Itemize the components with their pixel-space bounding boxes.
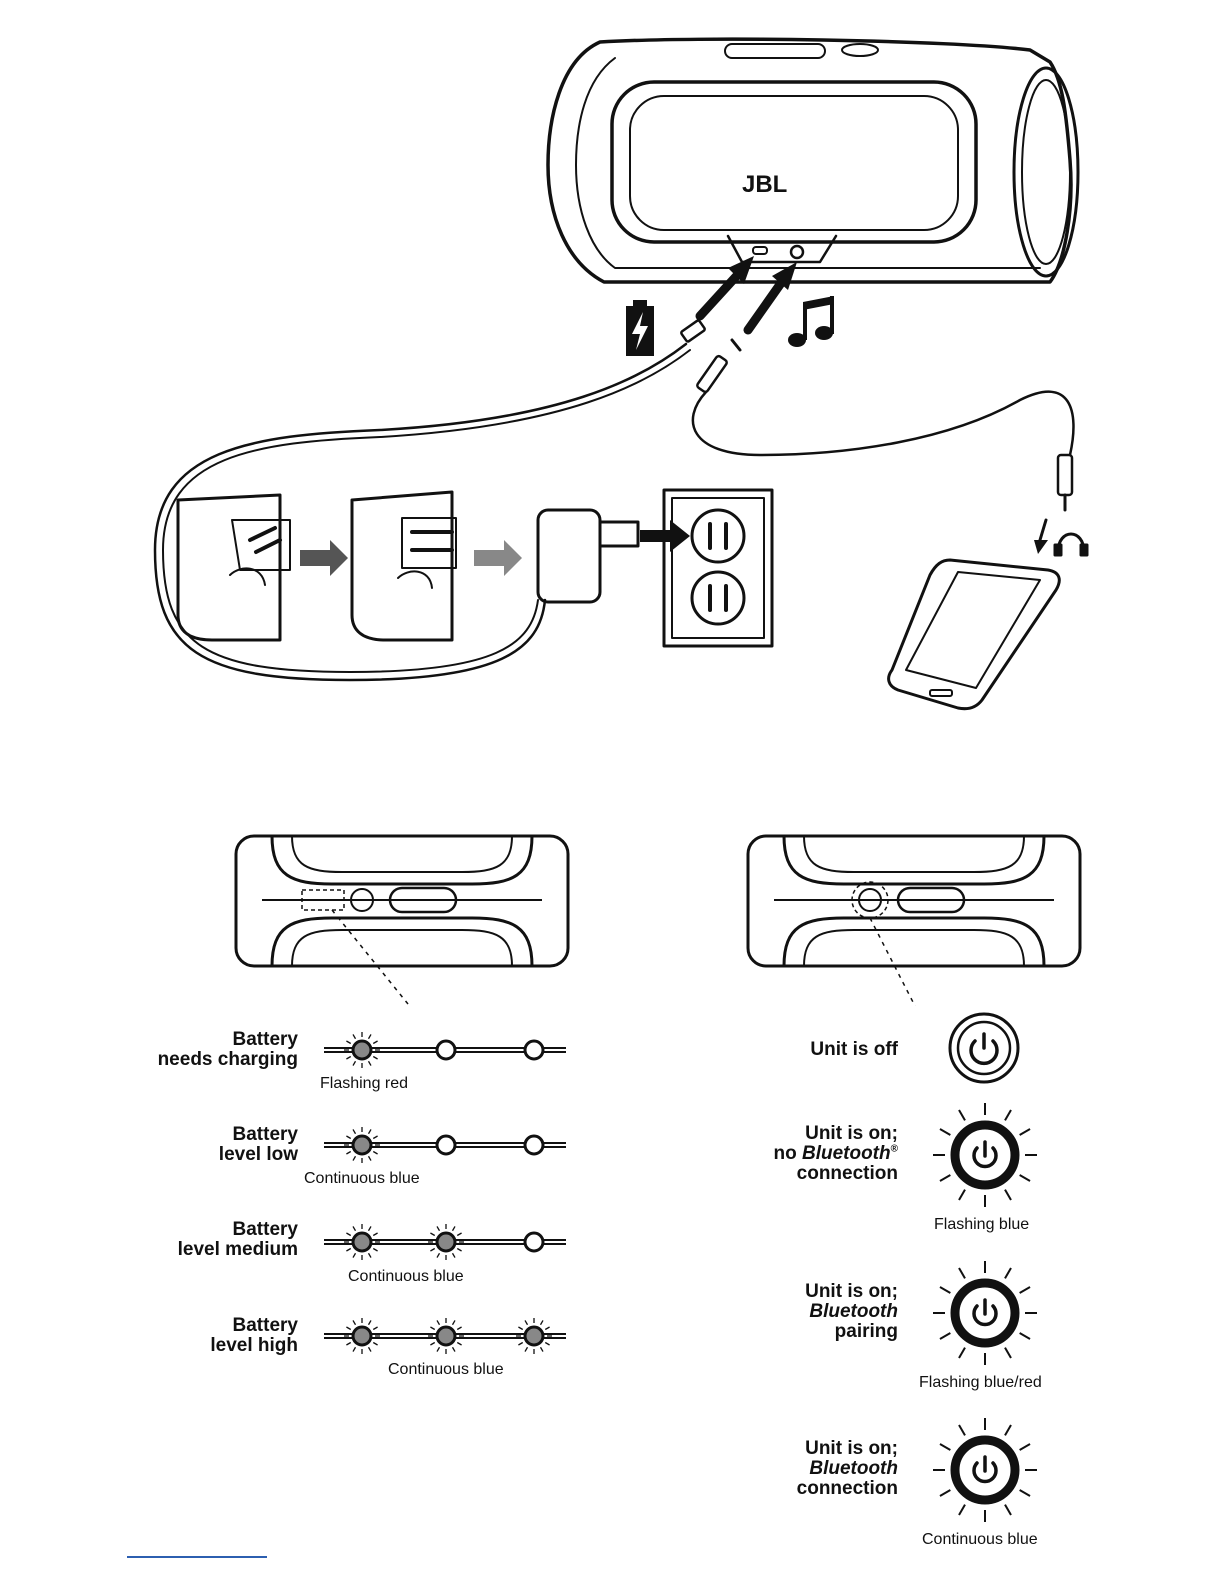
glow-ray	[1019, 1332, 1031, 1340]
phone-illustration	[887, 558, 1061, 711]
battery-caption: Flashing red	[320, 1075, 409, 1092]
power-ring	[950, 1278, 1020, 1348]
battery-caption: Continuous blue	[304, 1170, 420, 1187]
power-caption: Continuous blue	[922, 1531, 1038, 1548]
battery-label-line2: level low	[218, 1144, 298, 1165]
led-unlit	[435, 1134, 457, 1156]
led-indicator-row	[324, 1032, 566, 1068]
led-unlit	[523, 1039, 545, 1061]
glow-ray	[939, 1174, 951, 1182]
power-caption: Flashing blue/red	[919, 1374, 1042, 1391]
glow-ray	[1019, 1128, 1031, 1136]
power-symbol-arc	[972, 1461, 998, 1484]
glow-ray	[958, 1189, 966, 1201]
power-symbol-arc	[972, 1304, 998, 1327]
glow-ray	[939, 1443, 951, 1451]
power-label-line3: pairing	[834, 1321, 898, 1342]
registered-mark: ®	[890, 1143, 898, 1155]
power-symbol-arc	[972, 1146, 998, 1169]
adapter-assembled	[536, 508, 640, 604]
glow-ray	[939, 1286, 951, 1294]
power-icon	[933, 1418, 1037, 1522]
battery-label-line1: Battery	[232, 1124, 298, 1145]
battery-caption: Continuous blue	[388, 1361, 504, 1378]
led-indicator-row	[324, 1127, 566, 1163]
audio-cable	[691, 338, 1075, 512]
glow-ray	[1004, 1189, 1012, 1201]
glow-ray	[1019, 1174, 1031, 1182]
battery-label-line2: needs charging	[157, 1049, 298, 1070]
glow-ray	[939, 1128, 951, 1136]
connection-illustration: JBL	[153, 37, 1089, 711]
jbl-logo: JBL	[742, 171, 787, 198]
led-indicator-row	[324, 1224, 566, 1260]
glow-ray	[939, 1489, 951, 1497]
led-lit	[344, 1224, 380, 1260]
led-lit	[344, 1318, 380, 1354]
glow-ray	[1004, 1267, 1012, 1279]
power-icon	[948, 1012, 1020, 1084]
led-lit	[516, 1318, 552, 1354]
led-lit	[428, 1224, 464, 1260]
glow-ray	[958, 1347, 966, 1359]
adapter-folded	[176, 493, 291, 642]
battery-charging-icon	[626, 300, 654, 356]
glow-ray	[1019, 1489, 1031, 1497]
glow-ray	[1004, 1109, 1012, 1121]
led-unlit	[523, 1231, 545, 1253]
power-label-prefix: no	[773, 1143, 802, 1164]
bluetooth-word: Bluetooth	[809, 1301, 898, 1322]
led-unlit	[523, 1134, 545, 1156]
power-ring	[950, 1435, 1020, 1505]
power-label-line1: Unit is on;	[805, 1123, 898, 1144]
glow-ray	[958, 1267, 966, 1279]
arrow-to-audio-port	[743, 262, 797, 335]
battery-label-line2: level medium	[177, 1239, 298, 1260]
power-label-line1: Unit is on;	[805, 1281, 898, 1302]
adapter-unfolded	[350, 490, 457, 642]
arrow-to-charge-port	[695, 256, 754, 321]
power-label-line3: connection	[796, 1478, 898, 1499]
battery-label-line1: Battery	[232, 1315, 298, 1336]
speaker-front-battery	[234, 834, 570, 1005]
glow-ray	[958, 1504, 966, 1516]
glow-ray	[958, 1424, 966, 1436]
speaker-front-power	[746, 834, 1082, 1006]
power-ring	[950, 1120, 1020, 1190]
glow-ray	[1004, 1424, 1012, 1436]
glow-ray	[958, 1109, 966, 1121]
led-unlit	[435, 1039, 457, 1061]
power-icon	[933, 1261, 1037, 1365]
power-label-line1: Unit is off	[810, 1039, 898, 1060]
power-label-line1: Unit is on;	[805, 1438, 898, 1459]
glow-ray	[1004, 1347, 1012, 1359]
glow-ray	[1019, 1443, 1031, 1451]
glow-ray	[939, 1332, 951, 1340]
battery-caption: Continuous blue	[348, 1268, 464, 1285]
led-lit	[344, 1032, 380, 1068]
wall-outlet	[662, 488, 774, 648]
bluetooth-word: Bluetooth	[801, 1143, 891, 1164]
power-label-line3: connection	[796, 1163, 898, 1184]
arrow-step-1	[300, 540, 348, 576]
led-lit	[344, 1127, 380, 1163]
battery-label-line1: Battery	[232, 1219, 298, 1240]
arrow-step-2	[474, 540, 522, 576]
speaker-illustration	[546, 37, 1080, 284]
footer-link-rule	[127, 1556, 267, 1558]
led-indicator-row	[324, 1318, 566, 1354]
battery-label-line2: level high	[210, 1335, 298, 1356]
music-note-icon	[788, 296, 834, 347]
headphone-icon	[1053, 532, 1089, 557]
battery-label-line1: Battery	[232, 1029, 298, 1050]
glow-ray	[1004, 1504, 1012, 1516]
charging-cable	[153, 319, 706, 682]
power-icon	[933, 1103, 1037, 1207]
power-caption: Flashing blue	[934, 1216, 1030, 1233]
led-lit	[428, 1318, 464, 1354]
bluetooth-word: Bluetooth	[809, 1458, 898, 1479]
glow-ray	[1019, 1286, 1031, 1294]
